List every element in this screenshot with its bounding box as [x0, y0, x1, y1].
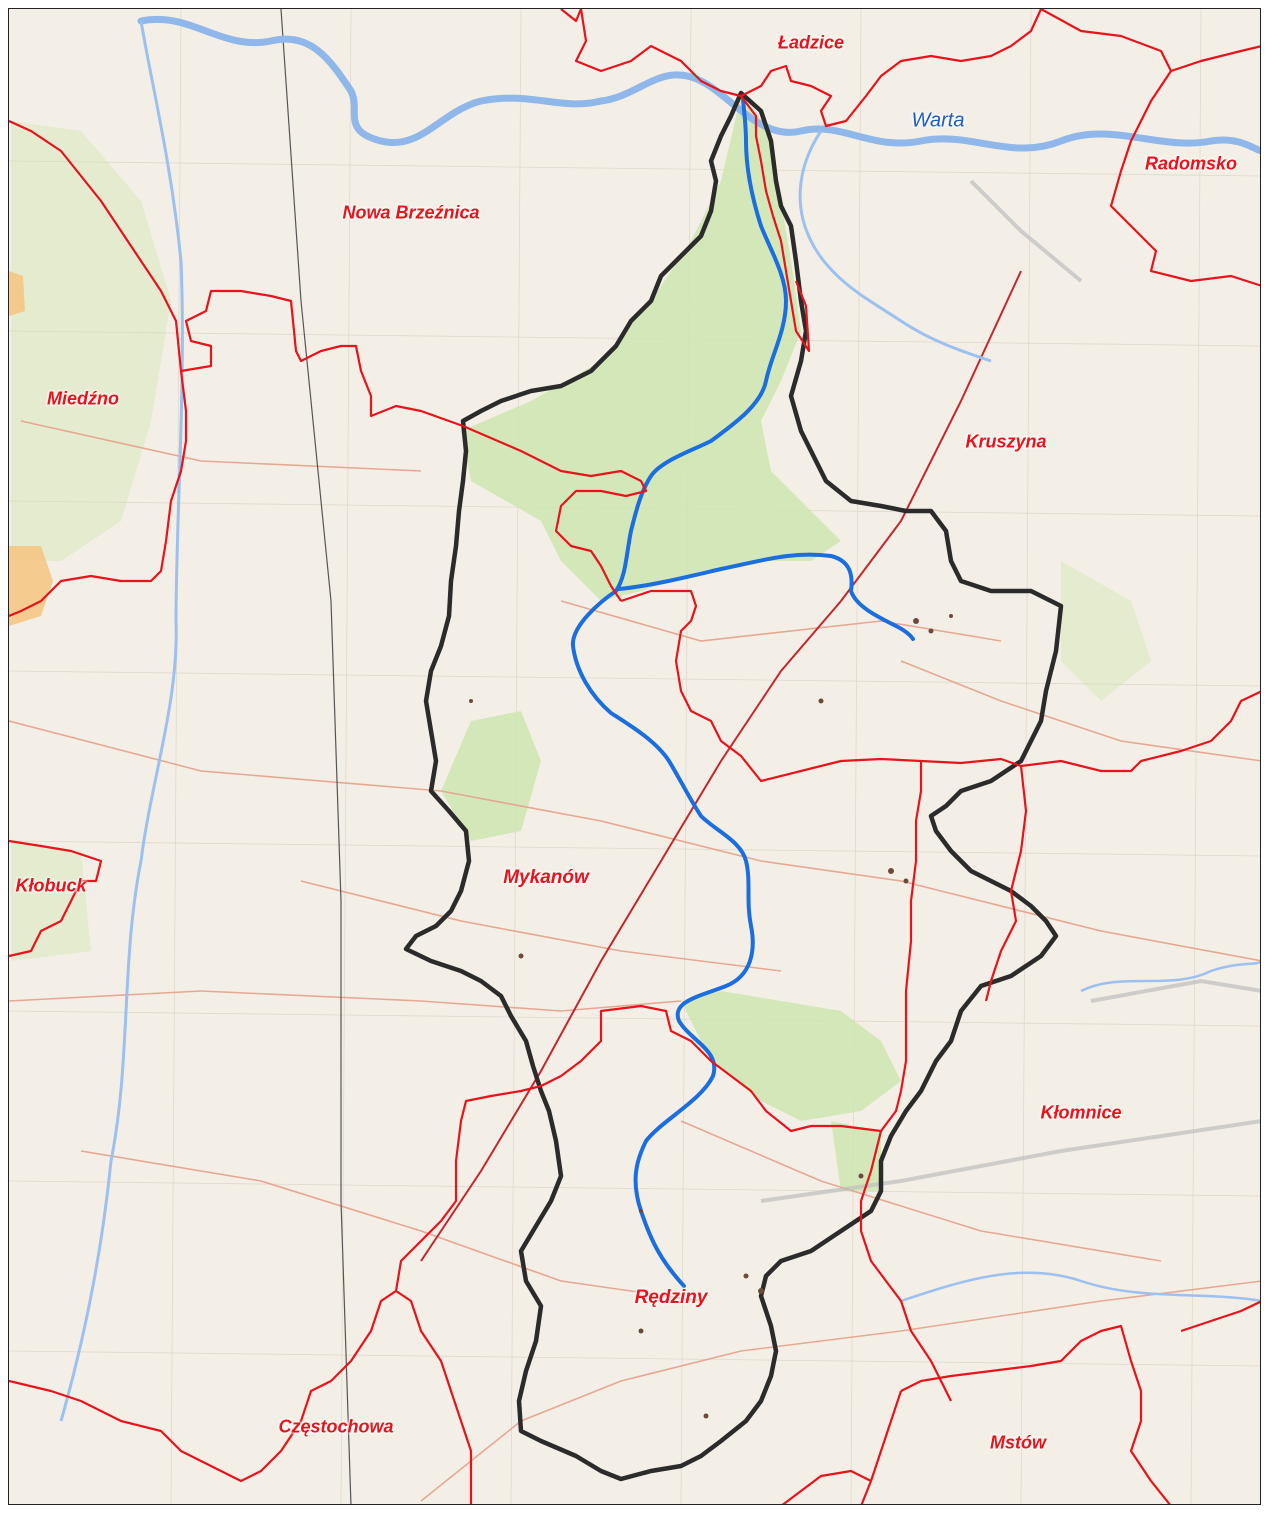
warta-tributary-east	[798, 130, 992, 363]
forest-areas	[11, 96, 1151, 1191]
label-mykanow: Mykanów	[503, 867, 589, 888]
label-nowa-brzeznica: Nowa Brzeźnica	[342, 202, 480, 223]
label-warta: Warta	[911, 109, 965, 132]
gmina-boundaries	[9, 9, 1260, 1504]
label-redziny: Rędziny	[634, 1287, 708, 1308]
label-czestochowa: Częstochowa	[278, 1416, 394, 1437]
label-kruszyna: Kruszyna	[965, 431, 1047, 452]
warta-tributary-west	[59, 20, 184, 1422]
stream-east	[1080, 960, 1260, 993]
label-radomsko: Radomsko	[1144, 153, 1238, 174]
highways	[760, 179, 1260, 1203]
railway	[280, 9, 352, 1504]
road-network	[9, 420, 1260, 1502]
catchment-boundary	[403, 90, 1064, 1482]
orange-patches	[9, 271, 53, 626]
stream-southeast	[900, 1271, 1260, 1303]
label-klomnice: Kłomnice	[1040, 1102, 1122, 1123]
topographic-map	[9, 9, 1260, 1504]
label-ladzice: Ładzice	[777, 32, 845, 53]
label-mstow: Mstów	[990, 1432, 1046, 1453]
warta-river	[137, 16, 1260, 155]
kocinka-river	[570, 94, 788, 1288]
label-miedzno: Miedźno	[47, 388, 119, 409]
map-grid	[9, 9, 1260, 1504]
label-klobuck: Kłobuck	[15, 875, 87, 896]
highway-a1	[420, 270, 1022, 1262]
map-frame: Ładzice Warta Radomsko Nowa Brzeźnica Mi…	[8, 8, 1261, 1505]
settlement-markers	[469, 614, 953, 1419]
tributary-kruszyna	[617, 552, 915, 641]
